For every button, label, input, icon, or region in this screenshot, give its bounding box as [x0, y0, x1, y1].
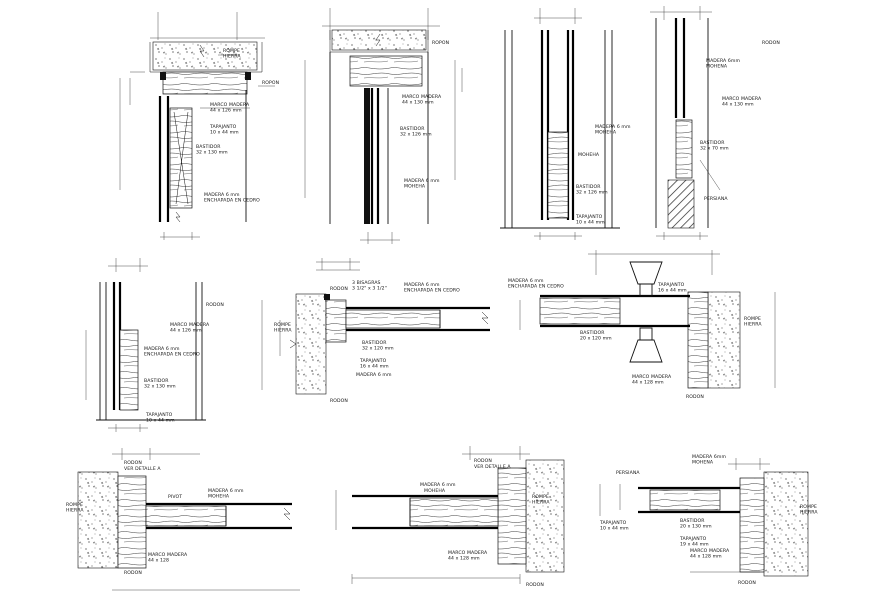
label-rodon-10: RODON — [738, 580, 756, 586]
label-rodon-9: RODON — [474, 458, 492, 464]
label-rodon-5: RODON — [206, 302, 224, 308]
label-rodon-4: RODON — [762, 40, 780, 46]
label-rodon-7: RODON — [686, 394, 704, 400]
label-rodon-6: RODON — [330, 286, 348, 292]
label-persiana-10: PERSIANA — [616, 470, 640, 476]
label-rodon-9b: RODON — [526, 582, 544, 588]
label-madera-mohena-3: MOHEHA — [578, 152, 600, 158]
label-pivot: PIVOT — [168, 494, 182, 500]
label-rodon-8: RODON — [124, 460, 142, 466]
label-ver-detalle-9: VER DETALLE A — [474, 464, 511, 470]
label-rodon-8b: RODON — [124, 570, 142, 576]
detail-9-plan-section: RODON VER DETALLE A MADERA 6 mm MOHEHA R… — [335, 446, 565, 588]
label-ropon-2: ROPON — [432, 40, 449, 46]
label-rodon-6b: RODON — [330, 398, 348, 404]
label-madera-6b: MADERA 6 mm — [356, 372, 392, 378]
label-madera-9: MADERA 6 mm — [420, 482, 456, 488]
label-persiana-4: PERSIANA — [704, 196, 728, 202]
label-ropon: ROPON — [262, 80, 279, 86]
label-ver-detalle-8: VER DETALLE A — [124, 466, 161, 472]
label-moheha-9: MOHEHA — [424, 488, 446, 494]
